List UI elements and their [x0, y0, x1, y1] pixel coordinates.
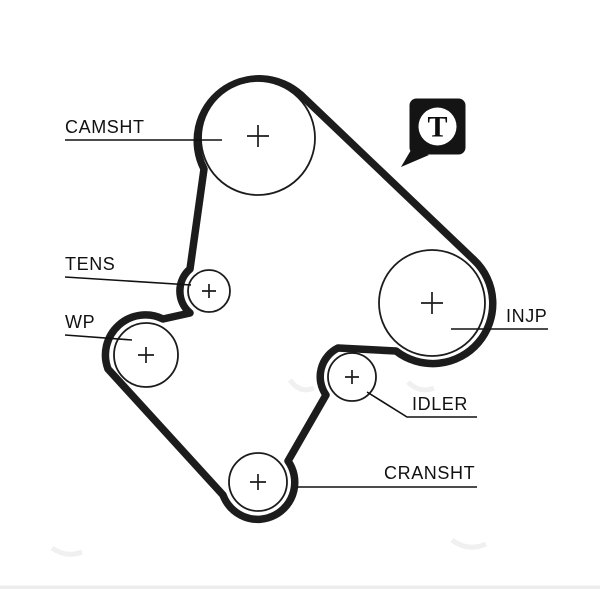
idler-label: IDLER [412, 394, 468, 414]
tensioner-center-mark [202, 284, 216, 298]
camshaft-label: CAMSHT [65, 117, 145, 137]
injection-pump-center-mark [421, 292, 443, 314]
tensioner-label: TENS [65, 254, 115, 274]
tool-icon-tail [401, 150, 429, 167]
tool-icon-circle [418, 107, 457, 146]
crankshaft-center-mark [250, 474, 266, 490]
camshaft-center-mark [247, 125, 269, 147]
watermark-smudges [0, 378, 600, 589]
injection-pump-label: INJP [506, 306, 547, 326]
bottom-edge-strip [0, 585, 600, 589]
tensioner-label-line [64, 276, 192, 286]
tension-tool-icon: T [401, 98, 466, 167]
idler-center-mark [345, 370, 359, 384]
water-pump-label: WP [65, 312, 95, 332]
idler-label-line [366, 391, 477, 418]
crankshaft-label: CRANSHT [384, 463, 475, 483]
water-pump-label-line [64, 334, 133, 341]
timing-belt-path [101, 75, 497, 524]
water-pump-center-mark [138, 347, 154, 363]
tool-icon-letter: T [427, 111, 447, 144]
